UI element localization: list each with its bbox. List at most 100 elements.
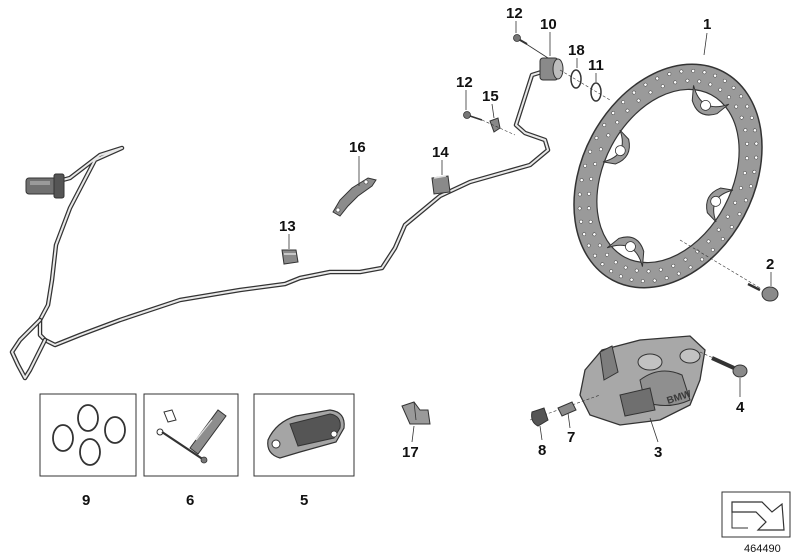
box-pin-kit xyxy=(143,393,239,477)
disc-hole xyxy=(676,271,681,276)
disc-hole xyxy=(708,82,713,87)
disc-hole xyxy=(582,232,587,237)
disc-hole xyxy=(592,232,597,237)
disc-hole xyxy=(625,108,630,113)
disc-hole xyxy=(587,206,591,211)
disc-hole xyxy=(660,84,665,89)
disc-hole xyxy=(683,257,688,262)
disc-hole xyxy=(713,73,717,78)
label-part-15: 15 xyxy=(482,88,499,105)
sensor-connector xyxy=(25,173,65,199)
label-part-7: 7 xyxy=(567,429,575,446)
label-part-17: 17 xyxy=(402,444,419,461)
label-part-18: 18 xyxy=(568,42,585,59)
label-part-12b: 12 xyxy=(456,74,473,91)
disc-hole xyxy=(745,104,750,109)
caliper-bolt-4 xyxy=(699,351,748,378)
disc-hole xyxy=(587,191,591,196)
brake-disc xyxy=(573,63,763,289)
disc-hole xyxy=(691,69,696,73)
disc-hole xyxy=(702,70,707,75)
arrow-direction-icon xyxy=(721,491,791,538)
disc-hole xyxy=(725,214,730,219)
label-part-2: 2 xyxy=(766,256,774,273)
disc-hole xyxy=(729,225,734,229)
disc-hole xyxy=(664,276,669,280)
label-part-1: 1 xyxy=(703,16,711,33)
label-part-9: 9 xyxy=(82,492,90,509)
disc-hole xyxy=(688,265,693,270)
washer-11 xyxy=(590,82,602,102)
clip-13 xyxy=(281,249,299,265)
disc-hole xyxy=(588,149,592,154)
disc-hole xyxy=(754,155,759,160)
disc-hole xyxy=(586,243,591,248)
disc-hole xyxy=(589,177,593,181)
disc-hole xyxy=(606,133,611,138)
disc-hole xyxy=(754,141,759,146)
disc-hole xyxy=(632,90,636,95)
disc-hole xyxy=(718,87,723,92)
disc-hole xyxy=(739,186,743,190)
disc-hole xyxy=(671,263,676,268)
disc-hole xyxy=(734,104,739,109)
disc-hole xyxy=(600,262,605,267)
label-part-10: 10 xyxy=(540,16,557,33)
disc-hole xyxy=(652,278,657,283)
disc-holes xyxy=(577,69,759,283)
disc-hole xyxy=(744,198,748,203)
disc-hole xyxy=(697,79,702,84)
disc-hole xyxy=(594,136,599,140)
disc-hole xyxy=(646,269,651,274)
disc-hole xyxy=(739,94,743,99)
disc-hole xyxy=(753,128,757,133)
label-part-5: 5 xyxy=(300,492,308,509)
line-fitting xyxy=(519,39,564,81)
disc-hole xyxy=(634,268,639,273)
disc-hole xyxy=(749,184,753,189)
bolt-12-mid xyxy=(463,111,483,121)
disc-hole xyxy=(579,219,583,224)
disc-hole xyxy=(583,163,587,168)
disc-hole xyxy=(745,141,749,146)
label-part-3: 3 xyxy=(654,444,662,461)
disc-hole xyxy=(673,80,678,85)
washer-18 xyxy=(570,69,582,89)
disc-hole xyxy=(749,115,754,120)
assembly-line xyxy=(559,69,611,101)
label-part-13: 13 xyxy=(279,218,296,235)
disc-hole xyxy=(711,248,715,252)
disc-hole xyxy=(739,115,744,120)
clip-14 xyxy=(431,175,451,195)
box-seal-kit xyxy=(39,393,137,477)
disc-hole xyxy=(588,219,593,224)
disc-hole xyxy=(643,82,648,87)
disc-hole xyxy=(731,85,736,90)
disc-hole xyxy=(599,147,603,152)
clip-17 xyxy=(401,401,431,425)
clip-15 xyxy=(481,117,516,136)
disc-hole xyxy=(613,260,618,265)
brake-line xyxy=(9,67,551,381)
disc-hole xyxy=(640,279,645,283)
disc-hole xyxy=(752,170,757,174)
disc-hole xyxy=(720,237,725,241)
disc-hole xyxy=(636,98,641,103)
disc-hole xyxy=(655,76,660,81)
disc-hole xyxy=(648,90,653,95)
disc-hole xyxy=(733,200,737,205)
disc-hole xyxy=(593,253,597,258)
disc-hole xyxy=(737,212,742,216)
disc-hole xyxy=(658,267,663,272)
disc-hole xyxy=(597,243,602,248)
label-part-12a: 12 xyxy=(506,5,523,22)
label-part-14: 14 xyxy=(432,144,449,161)
disc-hole xyxy=(593,162,597,166)
disc-hole xyxy=(743,128,748,133)
disc-hole xyxy=(706,239,711,244)
disc-hole xyxy=(722,78,727,83)
label-part-16: 16 xyxy=(349,139,366,156)
disc-hole xyxy=(577,192,582,197)
label-part-4: 4 xyxy=(736,399,745,416)
